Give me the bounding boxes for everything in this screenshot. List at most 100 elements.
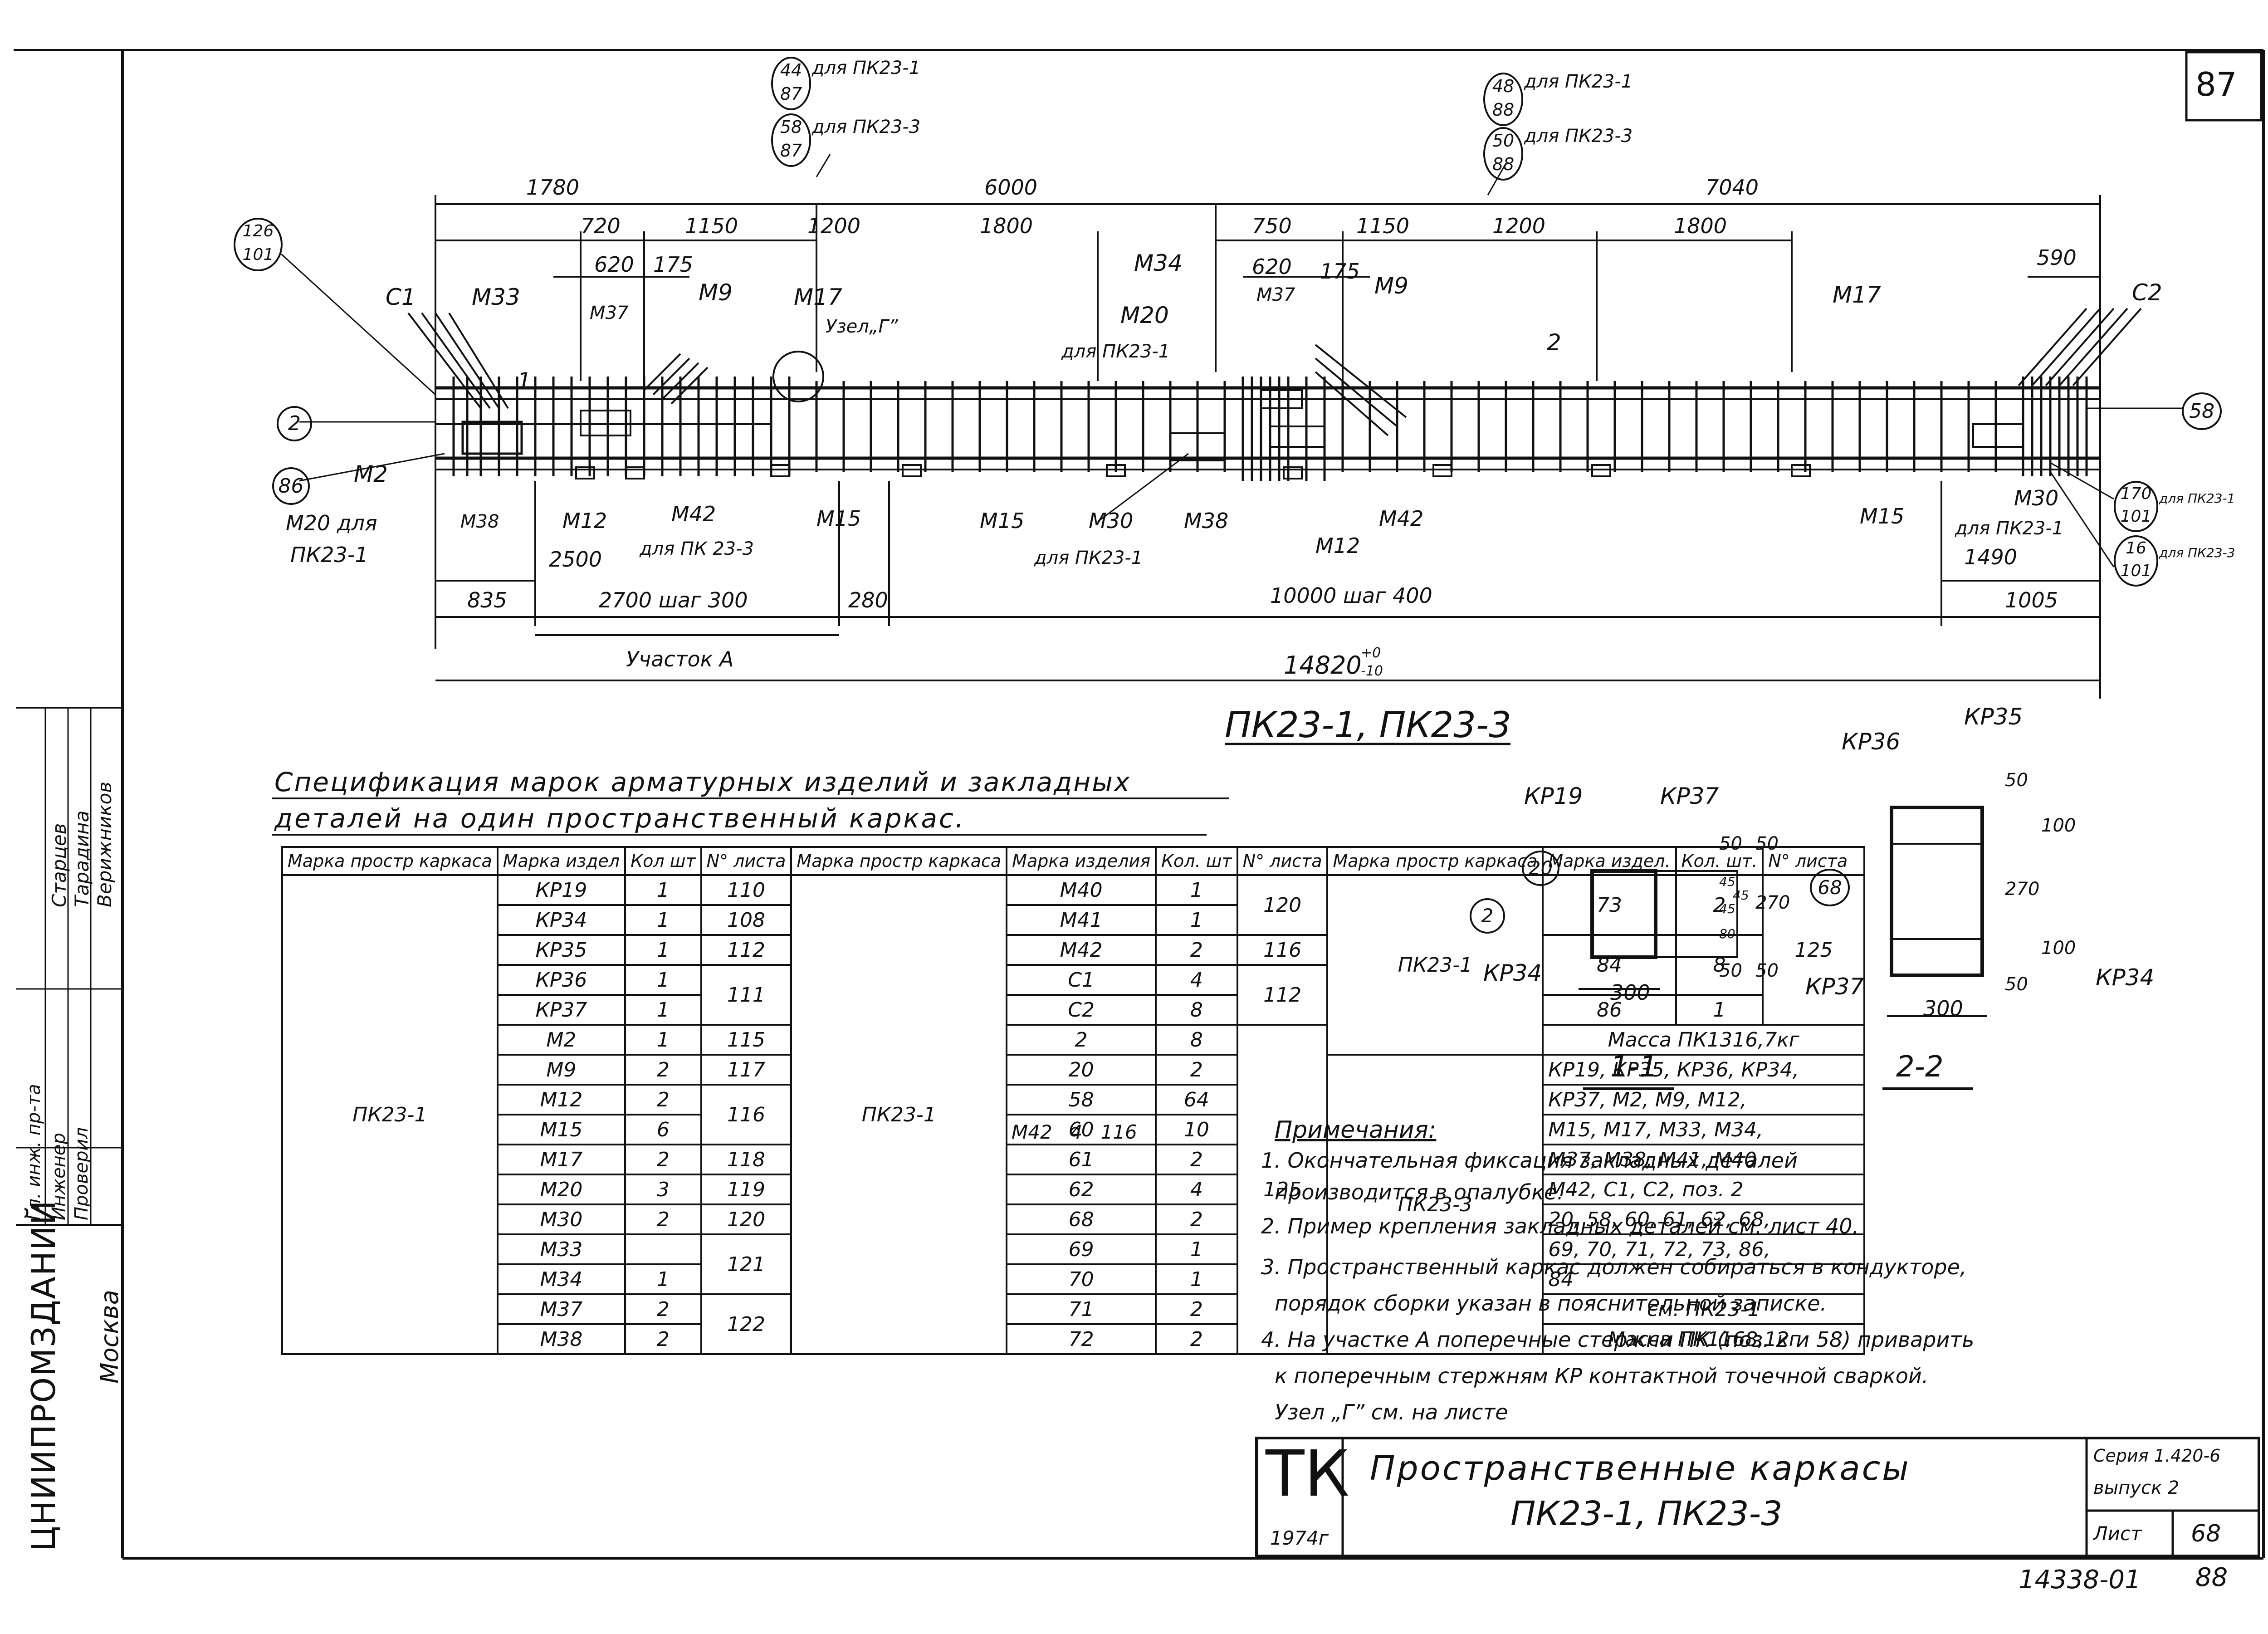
cell: 68 bbox=[1006, 1203, 1157, 1235]
callout-16-text: для ПК23-3 bbox=[2159, 545, 2235, 560]
note-line-4: 3. Пространственный каркас должен собира… bbox=[1261, 1255, 1967, 1279]
title-sheet-label: Лист bbox=[2093, 1522, 2142, 1545]
cell: КР34 bbox=[496, 904, 626, 936]
dim-620a: 620 bbox=[594, 252, 634, 277]
cell: 2 bbox=[1155, 1323, 1238, 1355]
label-m15c: М15 bbox=[1860, 504, 1905, 528]
cell: М41 bbox=[1006, 904, 1157, 936]
label-m15a: М15 bbox=[816, 506, 861, 531]
dim-1150b: 1150 bbox=[1356, 214, 1410, 238]
notes-title: Примечания: bbox=[1275, 1116, 1437, 1144]
title-sheet-no: 68 bbox=[2191, 1520, 2221, 1547]
s11-kr19: КР19 bbox=[1524, 783, 1583, 809]
cell: 108 bbox=[700, 904, 792, 936]
title-line-2: ПК23-1, ПК23-3 bbox=[1510, 1494, 1783, 1533]
note-line-5: порядок сборки указан в пояснительной за… bbox=[1275, 1291, 1827, 1316]
label-sec2: 2 bbox=[1547, 329, 1561, 356]
h2: Кол шт bbox=[624, 846, 702, 876]
dim-1800a: 1800 bbox=[980, 214, 1033, 238]
s11-kr34: КР34 bbox=[1483, 960, 1542, 986]
dim-620b: 620 bbox=[1252, 254, 1292, 279]
label-m9a: М9 bbox=[699, 279, 733, 306]
cell: 1 bbox=[624, 934, 702, 966]
cell: КР19 bbox=[496, 874, 626, 906]
frame-a: ПК23-1 bbox=[281, 874, 499, 1355]
dim-1200a: 1200 bbox=[807, 214, 861, 238]
s22-w: 300 bbox=[1923, 996, 1963, 1021]
cell: 1 bbox=[1675, 994, 1764, 1026]
cell: 125 bbox=[1236, 1024, 1329, 1355]
s11-w: 300 bbox=[1610, 980, 1650, 1005]
s11-h4: 50 bbox=[1719, 960, 1742, 981]
label-m42b: М42 bbox=[1379, 506, 1424, 531]
cell: М30 bbox=[496, 1203, 626, 1235]
cell: 8 bbox=[1155, 994, 1238, 1026]
cell: М12 bbox=[496, 1084, 626, 1115]
callout-58-text: для ПК23-3 bbox=[812, 117, 921, 137]
title-issue: выпуск 2 bbox=[2093, 1477, 2180, 1498]
cell: 120 bbox=[1236, 874, 1329, 936]
label-m37b: М37 bbox=[1256, 284, 1295, 305]
s11-h3: 270 bbox=[1755, 892, 1790, 913]
cell: 3 bbox=[624, 1174, 702, 1205]
h9: Марка издел. bbox=[1542, 846, 1677, 876]
cell: М20 bbox=[496, 1174, 626, 1205]
note-line-8: Узел „Г” см. на листе bbox=[1275, 1400, 1508, 1424]
cell: М9 bbox=[496, 1054, 626, 1086]
cell: 60 bbox=[1006, 1114, 1157, 1145]
cell: 62 bbox=[1006, 1174, 1157, 1205]
spec-title-2: деталей на один пространственный каркас. bbox=[274, 803, 966, 834]
cell: 1 bbox=[1155, 874, 1238, 906]
dim-1490: 1490 bbox=[1964, 545, 2018, 569]
cell: 73 bbox=[1542, 874, 1677, 936]
pos-2: 2 bbox=[277, 406, 312, 441]
dim-590: 590 bbox=[2037, 245, 2077, 270]
dim-1005: 1005 bbox=[2005, 588, 2058, 612]
cell: 2 bbox=[624, 1203, 702, 1235]
stamp-org: ЦНИИПРОМЗДАНИЙ bbox=[24, 1199, 63, 1551]
cell: 61 bbox=[1006, 1144, 1157, 1175]
label-m37a: М37 bbox=[590, 303, 629, 323]
cell: 111 bbox=[700, 964, 792, 1026]
callout-48-text: для ПК23-1 bbox=[1524, 71, 1633, 92]
label-node: Узел„Г” bbox=[826, 316, 898, 337]
s11-h8: 45 bbox=[1733, 888, 1749, 903]
pos-86: 86 bbox=[272, 467, 310, 505]
section-a-label: Участок А bbox=[626, 647, 734, 671]
list-line: М42, С1, С2, поз. 2 bbox=[1542, 1174, 1866, 1205]
cell: 116 bbox=[1236, 934, 1329, 966]
bottom-page: 88 bbox=[2195, 1563, 2228, 1592]
s11-pos2: 2 bbox=[1470, 898, 1505, 934]
s11-kr37: КР37 bbox=[1660, 783, 1719, 809]
title-line-1: Пространственные каркасы bbox=[1370, 1449, 1911, 1488]
page-number: 87 bbox=[2195, 65, 2237, 103]
cell: КР35 bbox=[496, 934, 626, 966]
stamp-name-1: Старцев bbox=[48, 823, 70, 907]
h0: Марка простр каркаса bbox=[281, 846, 499, 876]
dim-7040: 7040 bbox=[1706, 175, 1759, 200]
s22-kr36: КР36 bbox=[1842, 729, 1901, 755]
label-m17b: М17 bbox=[1833, 282, 1881, 308]
cell: 69 bbox=[1006, 1233, 1157, 1265]
note-line-6: 4. На участке А поперечные стержни ПК (п… bbox=[1261, 1327, 1975, 1352]
dim-750: 750 bbox=[1252, 214, 1292, 238]
label-c1: С1 bbox=[386, 284, 416, 310]
mass-1: Масса ПК1316,7кг bbox=[1542, 1024, 1866, 1056]
title-year: 1974г bbox=[1270, 1527, 1329, 1549]
cell: М17 bbox=[496, 1144, 626, 1175]
label-c2: С2 bbox=[2132, 279, 2162, 306]
dim-1200b: 1200 bbox=[1492, 214, 1546, 238]
cell: 119 bbox=[700, 1174, 792, 1205]
cell: 58 bbox=[1006, 1084, 1157, 1115]
stamp-role-1: Гл. инж. пр-та bbox=[24, 1084, 44, 1220]
cell: 116 bbox=[700, 1084, 792, 1145]
cell: 2 bbox=[624, 1144, 702, 1175]
s22-pos68: 68 bbox=[1810, 869, 1850, 906]
